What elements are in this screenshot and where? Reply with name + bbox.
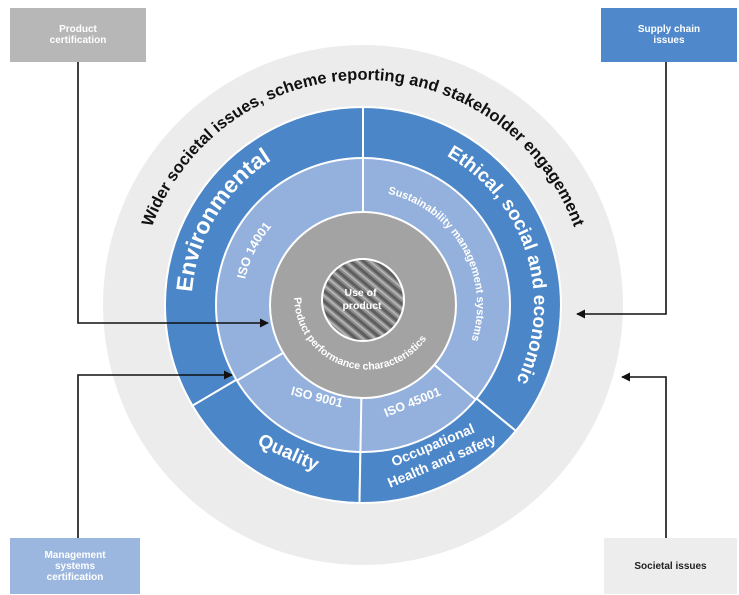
supply-chain-box: Supply chain issues: [601, 8, 737, 62]
use-of-product-label: Use of product: [342, 287, 382, 312]
arrow-management-systems: [77, 370, 233, 538]
supply-chain-line1: Supply chain: [637, 24, 701, 35]
societal-issues-box: Societal issues: [604, 538, 737, 594]
product-certification-line2: certification: [49, 35, 107, 46]
management-systems-line2: systems: [54, 560, 96, 572]
arrow-product-certification: [77, 62, 269, 328]
product-certification-box: Product certification: [10, 8, 146, 62]
use-of-product-line1: Use of: [344, 287, 377, 299]
management-systems-line1: Management: [44, 549, 106, 561]
arrow-societal-issues: [621, 372, 667, 538]
societal-issues-label: Societal issues: [634, 560, 707, 572]
arrow-supply-chain: [576, 62, 667, 319]
management-systems-box: Management systems certification: [10, 538, 140, 594]
supply-chain-line2: issues: [653, 35, 685, 46]
use-of-product-line2: product: [342, 300, 382, 312]
connector-arrows: [77, 62, 667, 538]
management-systems-line3: certification: [46, 571, 104, 583]
rope-image: [321, 258, 405, 342]
product-certification-line1: Product: [59, 24, 97, 35]
